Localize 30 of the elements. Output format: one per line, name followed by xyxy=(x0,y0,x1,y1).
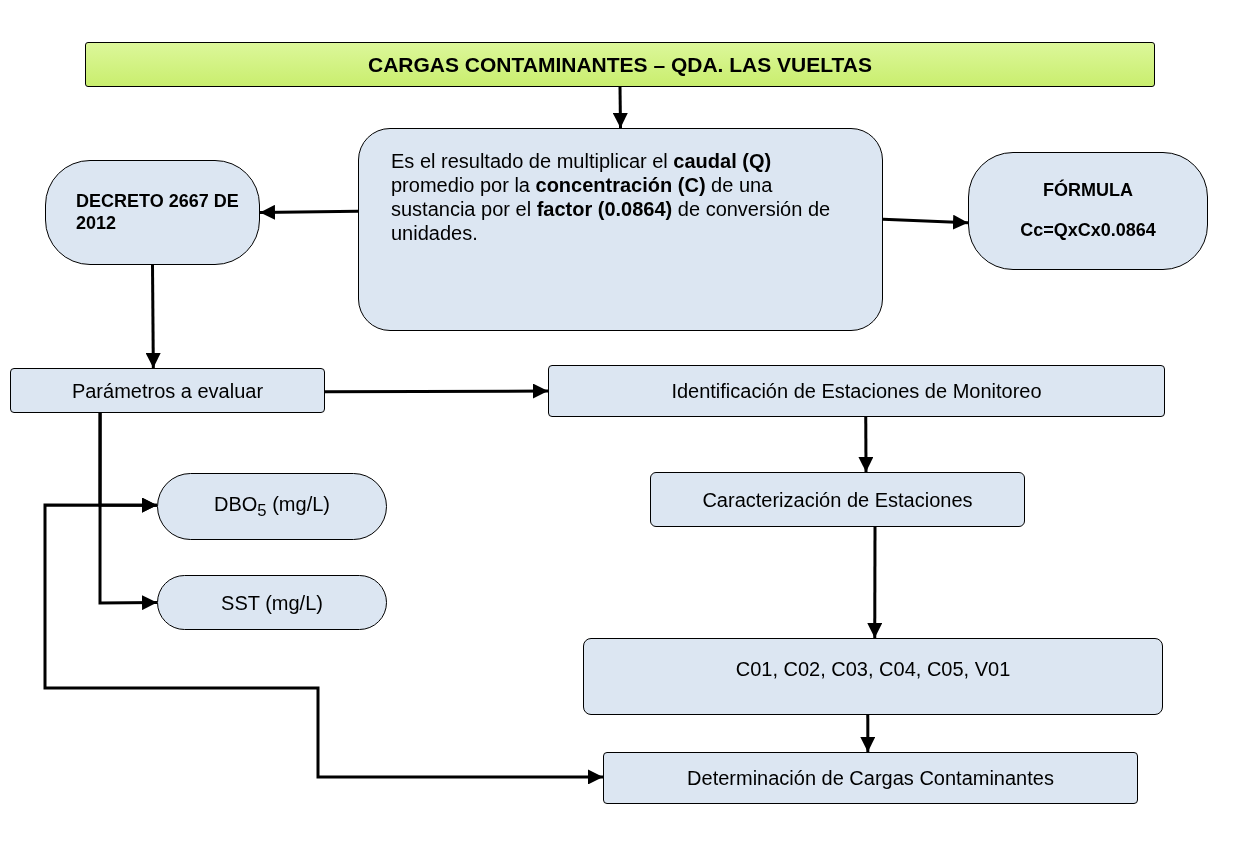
box-text: CARGAS CONTAMINANTES – QDA. LAS VUELTAS xyxy=(368,51,872,78)
formula-box xyxy=(968,152,1208,270)
box-text: Identificación de Estaciones de Monitoreo xyxy=(671,379,1042,403)
box-text: C01, C02, C03, C04, C05, V01 xyxy=(735,657,1011,681)
process-box xyxy=(603,752,1138,804)
arrow xyxy=(612,86,628,129)
arrow xyxy=(259,204,359,220)
arrow xyxy=(145,265,161,368)
box-text: Caracterización de Estaciones xyxy=(702,487,973,512)
process-box xyxy=(548,365,1165,417)
definition-box xyxy=(358,128,883,331)
box-text: DECRETO 2667 DE 2012 xyxy=(76,190,239,235)
arrow xyxy=(882,214,969,230)
arrow xyxy=(43,497,603,785)
box-text: Determinación de Cargas Contaminantes xyxy=(687,766,1054,790)
arrow xyxy=(860,715,876,752)
process-box xyxy=(583,638,1163,715)
box-text: SST (mg/L) xyxy=(221,590,323,615)
process-box xyxy=(10,368,325,413)
arrow xyxy=(867,527,883,638)
box-text: Parámetros a evaluar xyxy=(71,378,264,403)
title-banner xyxy=(85,42,1155,87)
box-text: Cc=QxCx0.0864 xyxy=(1020,220,1156,242)
box-text: DBO$_{5}$ (mg/L) xyxy=(214,492,330,521)
arrow xyxy=(325,383,548,399)
box-text: FÓRMULA xyxy=(1043,180,1133,202)
arrow xyxy=(98,413,157,611)
arrow xyxy=(858,417,874,472)
process-box xyxy=(650,472,1025,527)
box-text: Es el resultado de multiplicar el caudal (Q) promedio por la concentración (C) de una sustancia por el factor (0.0864) de conversión de unidades. xyxy=(391,149,832,245)
